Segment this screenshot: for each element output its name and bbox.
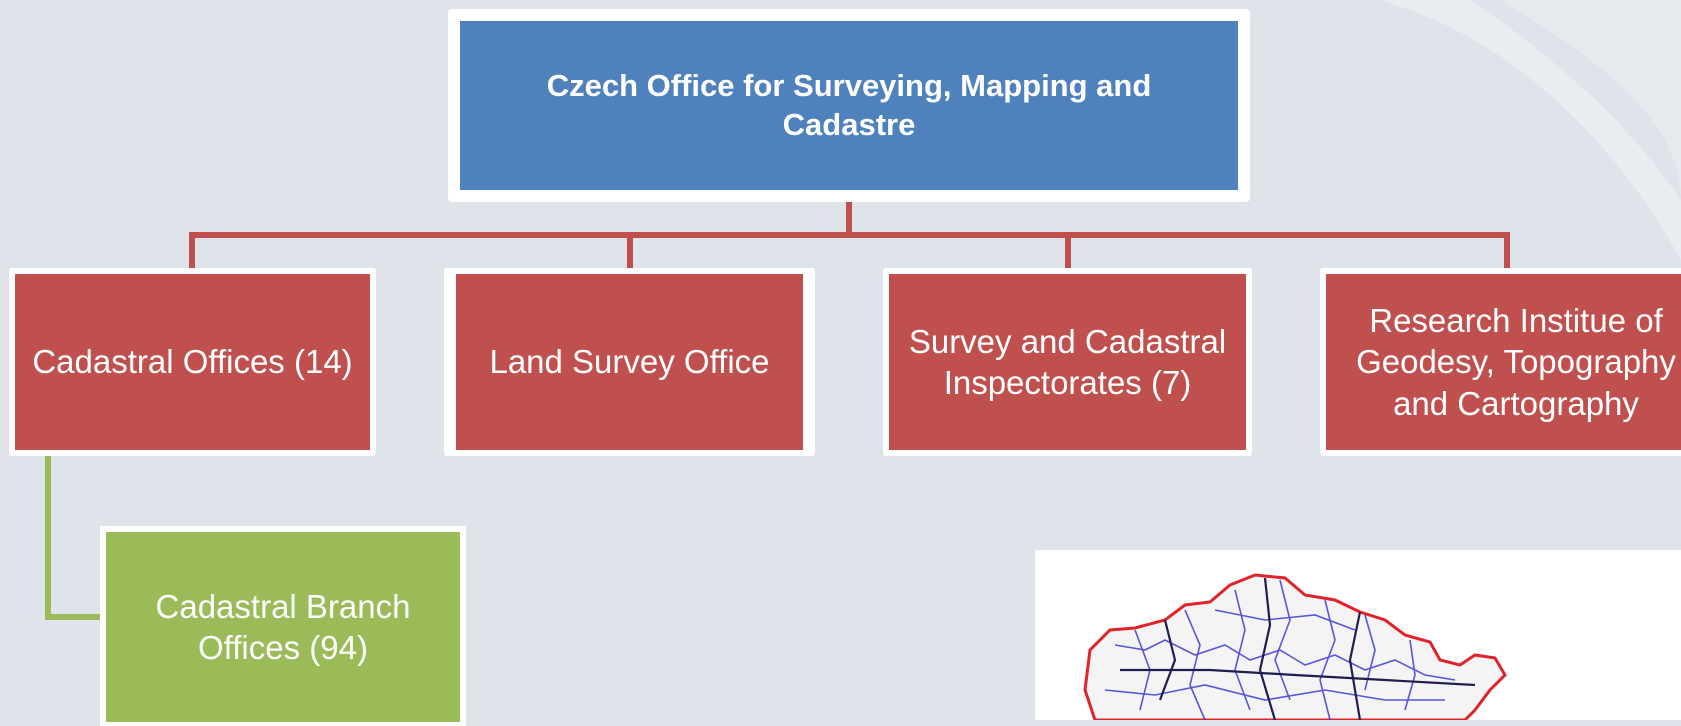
child-node-research-institute: Research Institue of Geodesy, Topography… [1326, 274, 1681, 450]
child-node-inspectorates: Survey and Cadastral Inspectorates (7) [889, 274, 1246, 450]
root-node-label: Czech Office for Surveying, Mapping and … [546, 67, 1152, 142]
child-node-cadastral-offices: Cadastral Offices (14) [15, 274, 370, 450]
child-node-label: Cadastral Offices (14) [32, 343, 353, 381]
child-node-land-survey-office: Land Survey Office [456, 274, 803, 450]
background-swoosh [0, 0, 1681, 706]
sub-child-node-branch-offices: Cadastral Branch Offices (94) [106, 532, 460, 722]
sub-child-node-label: Cadastral Branch Offices (94) [155, 587, 411, 666]
child-node-label: Research Institue of Geodesy, Topography… [1356, 302, 1676, 422]
child-node-label: Survey and Cadastral Inspectorates (7) [908, 322, 1227, 401]
child-node-label: Land Survey Office [489, 343, 770, 381]
root-node: Czech Office for Surveying, Mapping and … [460, 21, 1238, 190]
czech-republic-map-icon [1083, 573, 1507, 722]
connector-lines [45, 202, 1510, 620]
czech-republic-map-image [1035, 550, 1681, 722]
